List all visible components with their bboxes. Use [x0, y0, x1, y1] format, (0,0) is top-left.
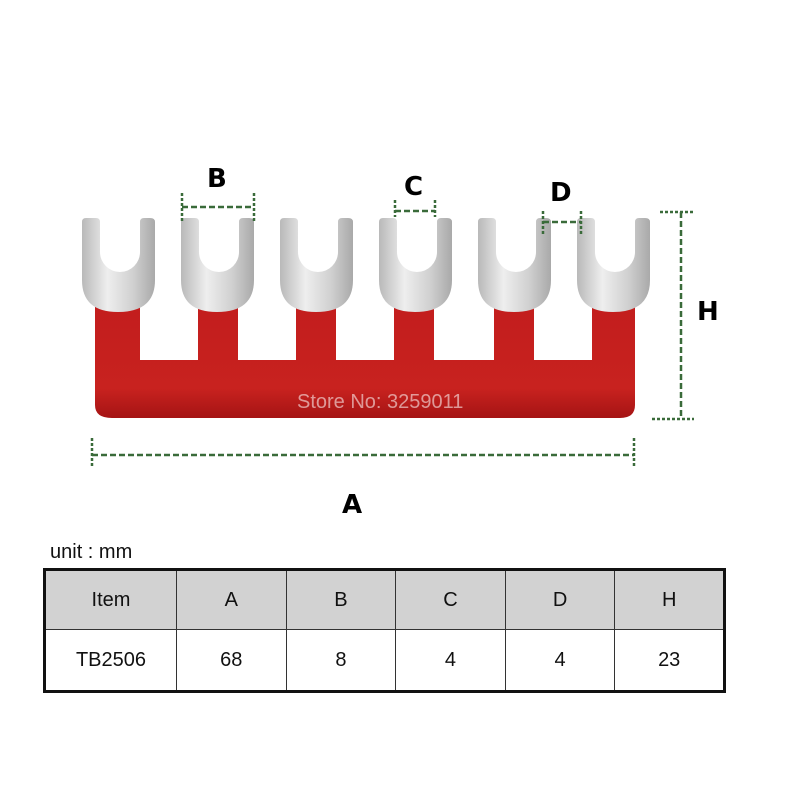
- header-cell-b: B: [285, 569, 397, 630]
- dimension-label-a: A: [342, 490, 362, 520]
- unit-label: unit : mm: [50, 541, 133, 563]
- cell-h: 23: [614, 629, 725, 692]
- dimension-c: [393, 200, 437, 217]
- header-cell-c: C: [395, 569, 506, 630]
- cell-b: 8: [285, 629, 397, 692]
- header-cell-d: D: [504, 569, 616, 630]
- cell-a: 68: [176, 629, 287, 692]
- terminal-bar-diagram: Store No: 3259011 B C D H A: [82, 164, 719, 520]
- dimension-label-h: H: [697, 297, 719, 327]
- dimension-label-d: D: [550, 178, 572, 208]
- dimension-a: [90, 438, 636, 468]
- table-row: TB2506 68 8 4 4 23: [44, 629, 725, 692]
- dimension-b: [180, 193, 256, 222]
- cell-d: 4: [504, 629, 616, 692]
- fork-terminal: [280, 218, 353, 312]
- spec-table: Item A B C D H TB2506 68 8 4 4 23: [43, 568, 726, 693]
- red-insulation-bar: [95, 300, 635, 418]
- fork-terminal: [478, 218, 551, 312]
- fork-terminal: [577, 218, 650, 312]
- fork-terminal: [181, 218, 254, 312]
- table-header-row: Item A B C D H: [44, 569, 725, 630]
- fork-terminal: [379, 218, 452, 312]
- fork-terminal: [82, 218, 155, 312]
- cell-c: 4: [395, 629, 506, 692]
- header-cell-h: H: [614, 569, 725, 630]
- dimension-h: [652, 210, 694, 421]
- dimension-d: [541, 211, 583, 234]
- header-cell-a: A: [176, 569, 287, 630]
- cell-item: TB2506: [44, 629, 177, 692]
- watermark-text: Store No: 3259011: [297, 391, 463, 413]
- header-cell-item: Item: [44, 569, 177, 630]
- dimension-label-c: C: [404, 172, 423, 202]
- dimension-label-b: B: [207, 164, 227, 194]
